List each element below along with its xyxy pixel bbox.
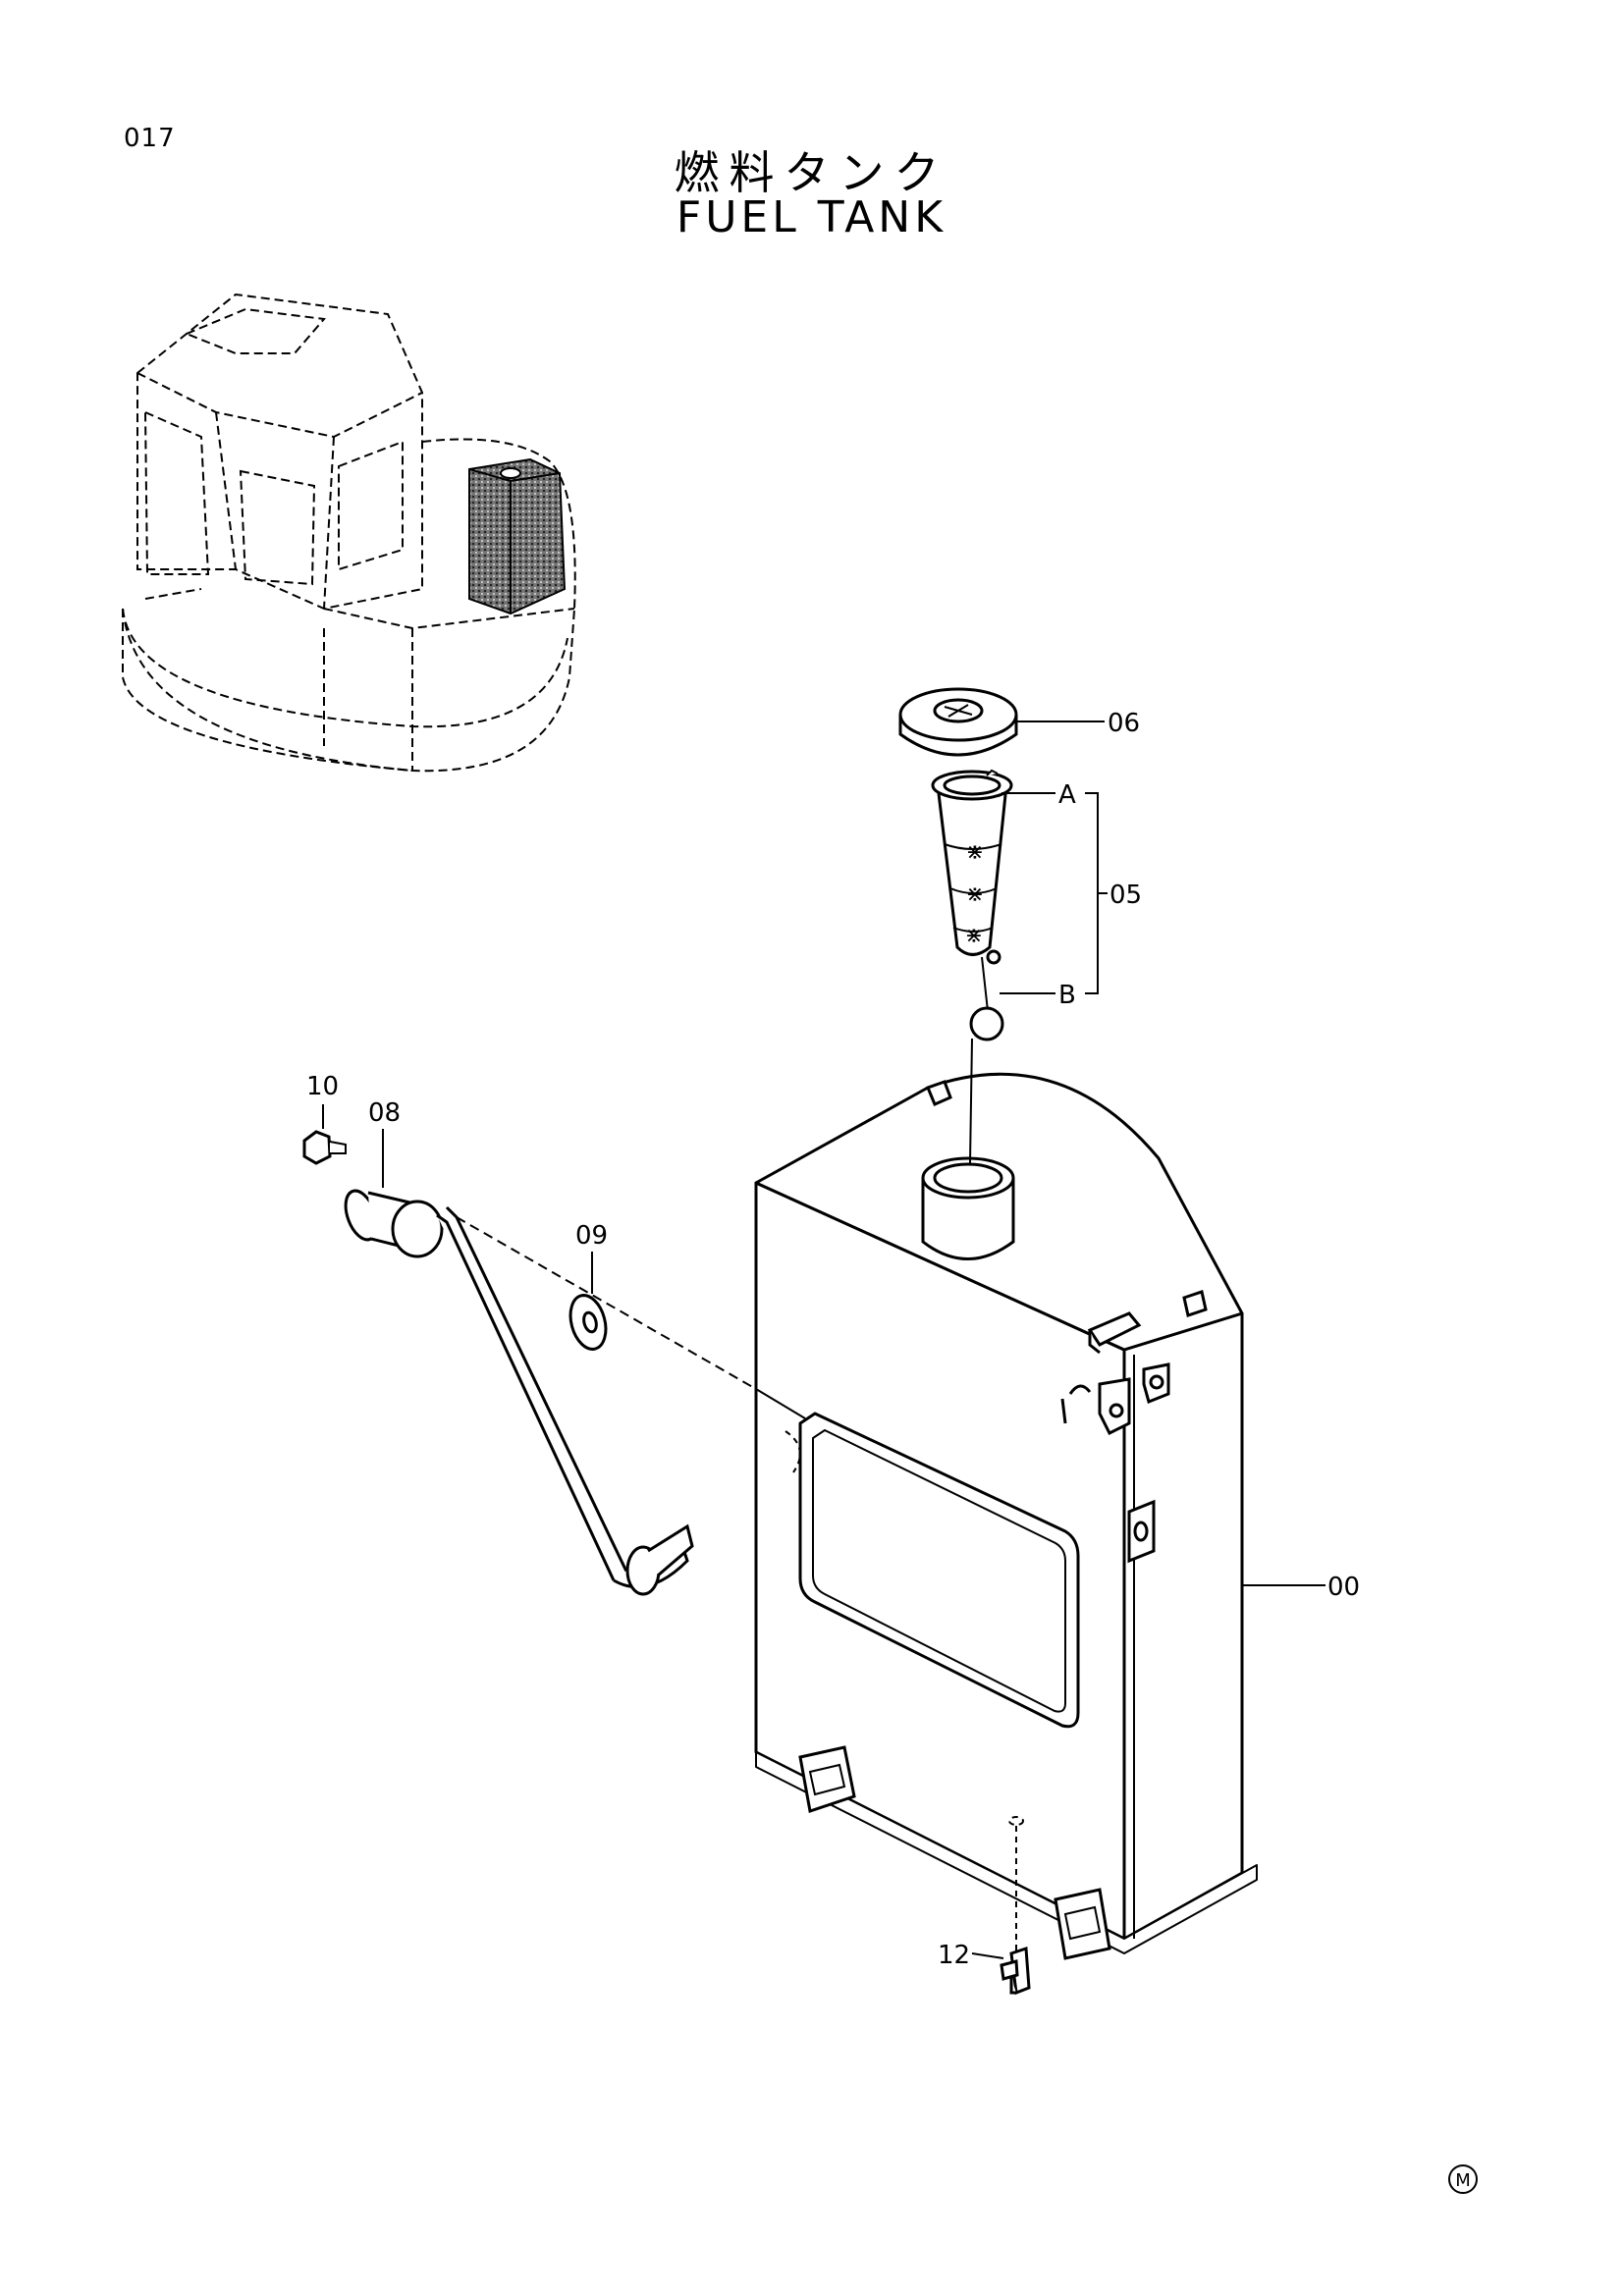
svg-text:⋇: ⋇ — [965, 924, 983, 948]
filler-neck — [921, 1156, 1015, 1260]
tank-inspection-window — [798, 1412, 1080, 1729]
svg-text:⋇: ⋇ — [966, 882, 984, 907]
gasket — [568, 1294, 608, 1351]
svg-text:⋇: ⋇ — [966, 840, 984, 865]
machine-locator-illustration — [122, 293, 576, 773]
callout-05: 05 — [1109, 881, 1142, 910]
callout-12: 12 — [938, 1941, 970, 1970]
callout-a: A — [1058, 780, 1076, 810]
callout-06: 06 — [1108, 709, 1140, 738]
page-number: 017 — [124, 124, 176, 153]
drain-cock — [1000, 1946, 1031, 1996]
fuel-tank-location-highlight — [468, 457, 567, 615]
strainer: ⋇ ⋇ ⋇ — [931, 769, 1013, 1041]
leader-lines — [322, 721, 1325, 1959]
callout-b: B — [1058, 981, 1076, 1010]
sensor-guide-line — [456, 1216, 806, 1473]
bolt — [302, 1130, 347, 1165]
footer-mark-letter: M — [1455, 2170, 1471, 2191]
callout-08: 08 — [368, 1098, 401, 1128]
drain-port-guide — [1008, 1816, 1024, 1953]
title-english: FUEL TANK — [676, 192, 947, 242]
strainer-guide-line — [969, 1038, 973, 1164]
callout-09: 09 — [575, 1221, 608, 1251]
callout-00: 00 — [1327, 1573, 1360, 1602]
callout-10: 10 — [306, 1072, 339, 1101]
fuel-level-sensor — [344, 1189, 694, 1596]
title-japanese: 燃料タンク — [674, 146, 949, 199]
tank-top-fittings — [798, 1080, 1208, 1960]
footer-mark: M — [1448, 2164, 1478, 2194]
fuel-cap — [898, 687, 1018, 757]
